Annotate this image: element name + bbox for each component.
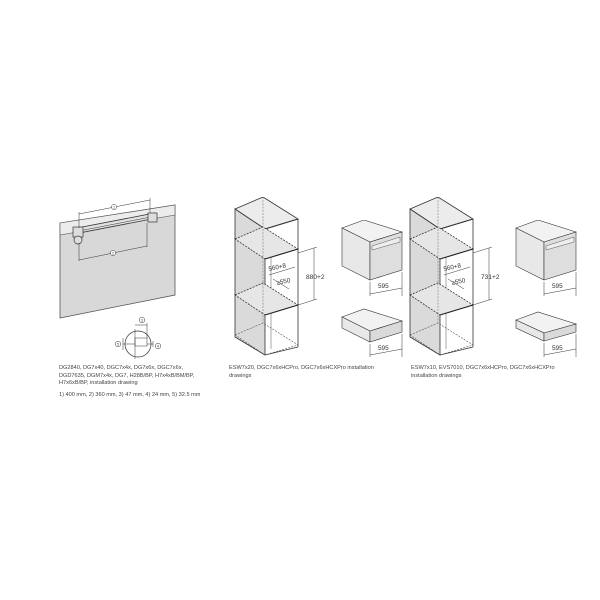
handle-detail: 3 4 5 xyxy=(114,316,162,359)
caption-dimensions: 1) 400 mm, 2) 360 mm, 3) 47 mm, 4) 24 mm… xyxy=(59,391,201,398)
caption-tall-cabinet-880: ESW7x20, DGC7x6xHCPro, DGC7x6xHCXPro ins… xyxy=(229,365,404,380)
dim-drawer-width: 595 xyxy=(552,345,563,352)
tall-cabinet-880-drawing: 560+8 ≥550 880+2 xyxy=(234,197,325,356)
caption-line: ESW7x10, EVS7010, DGC7x6xHCPro, DGC7x6xH… xyxy=(411,365,555,371)
dim-drawer-width: 595 xyxy=(378,345,389,352)
caption-line: DGD7635, DGM7x4x, DG7, H28B/BP, H7x4xB/B… xyxy=(59,372,195,379)
dim-appliance-width: 595 xyxy=(552,283,563,290)
dim-niche-width: 560+8 xyxy=(268,262,287,273)
caption-line: drawings xyxy=(229,372,252,379)
cabinet-body xyxy=(409,197,474,356)
caption-line: installation drawings xyxy=(411,372,462,379)
dim-appliance-width: 595 xyxy=(378,283,389,290)
dim-niche-height: 880+2 xyxy=(306,274,325,281)
caption-line: ESW7x20, DGC7x6xHCPro, DGC7x6xHCXPro ins… xyxy=(229,365,374,371)
tall-cabinet-731-drawing: 560+8 ≥550 731+2 xyxy=(409,197,500,356)
caption-line: H7x6xB/BP, installation drawing xyxy=(59,380,138,387)
appliance-tall-880: 595 595 xyxy=(341,220,404,357)
cabinet-body xyxy=(234,197,299,356)
dim-niche-height: 731+2 xyxy=(481,274,500,281)
dim-niche-depth: ≥550 xyxy=(276,277,292,287)
oven-front-drawing: 1 2 3 4 5 xyxy=(59,198,176,359)
callout-2: 2 xyxy=(112,252,114,256)
dim-niche-width: 560+8 xyxy=(443,262,462,273)
callout-3: 3 xyxy=(141,319,143,323)
caption-line: DG2840, DG7x40, DGC7x4x, DG7x6x, DGC7x6x… xyxy=(59,365,184,371)
caption-tall-cabinet-731: ESW7x10, EVS7010, DGC7x6xHCPro, DGC7x6xH… xyxy=(411,365,591,380)
callout-4: 4 xyxy=(157,345,159,349)
appliance-tall-731: 595 595 xyxy=(515,220,578,357)
dim-niche-depth: ≥550 xyxy=(451,277,467,287)
caption-oven-front: DG2840, DG7x40, DGC7x4x, DG7x6x, DGC7x6x… xyxy=(59,365,229,399)
callout-1: 1 xyxy=(113,206,115,210)
callout-5: 5 xyxy=(117,343,119,347)
